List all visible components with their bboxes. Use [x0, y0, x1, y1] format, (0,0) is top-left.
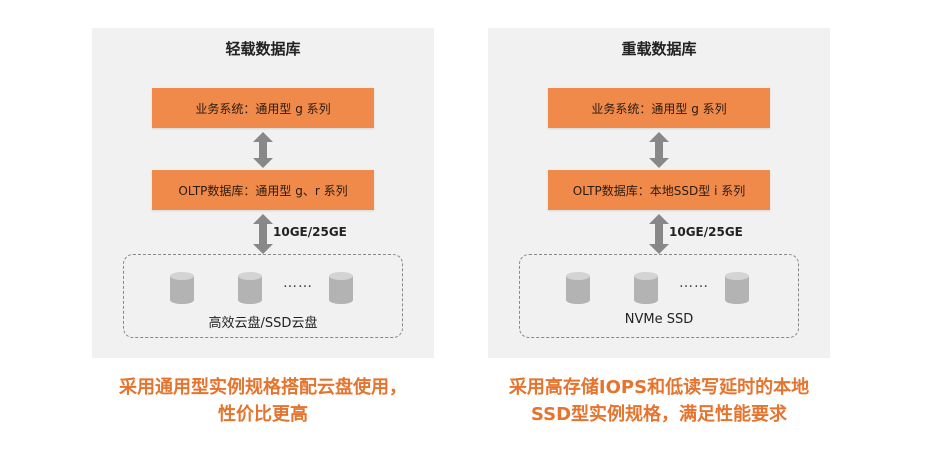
storage-group: …… NVMe SSD [519, 254, 799, 338]
light-db-panel: 轻载数据库 业务系统：通用型 g 系列 OLTP数据库：通用型 g、r 系列 1… [92, 28, 434, 358]
ellipsis: …… [283, 275, 313, 291]
business-system-box: 业务系统：通用型 g 系列 [548, 88, 770, 128]
oltp-database-box: OLTP数据库：通用型 g、r 系列 [152, 170, 374, 210]
caption-line: 采用通用型实例规格搭配云盘使用， [119, 377, 407, 398]
double-arrow-icon [649, 132, 669, 168]
link-speed-label: 10GE/25GE [669, 225, 743, 239]
heavy-db-panel: 重载数据库 业务系统：通用型 g 系列 OLTP数据库：本地SSD型 i 系列 … [488, 28, 830, 358]
right-caption: 采用高存储IOPS和低读写延时的本地 SSD型实例规格，满足性能要求 [466, 374, 852, 428]
panel-title: 重载数据库 [621, 40, 697, 58]
disk-icon [329, 272, 353, 304]
box-label: OLTP数据库：本地SSD型 i 系列 [572, 183, 746, 198]
left-caption: 采用通用型实例规格搭配云盘使用， 性价比更高 [62, 374, 464, 428]
oltp-database-box: OLTP数据库：本地SSD型 i 系列 [548, 170, 770, 210]
disk-icon [238, 272, 262, 304]
ellipsis: …… [679, 275, 709, 291]
link-speed-label: 10GE/25GE [273, 225, 347, 239]
disk-icon [170, 272, 194, 304]
disk-icon [725, 272, 749, 304]
caption-line: 性价比更高 [218, 404, 308, 425]
business-system-box: 业务系统：通用型 g 系列 [152, 88, 374, 128]
box-label: OLTP数据库：通用型 g、r 系列 [178, 183, 348, 198]
disk-icon [634, 272, 658, 304]
caption-line: SSD型实例规格，满足性能要求 [530, 404, 788, 425]
storage-label: NVMe SSD [624, 312, 694, 327]
double-arrow-icon [253, 132, 273, 168]
caption-line: 采用高存储IOPS和低读写延时的本地 [508, 377, 810, 398]
box-label: 业务系统：通用型 g 系列 [195, 101, 331, 116]
storage-label: 高效云盘/SSD云盘 [208, 316, 318, 331]
double-arrow-icon [649, 214, 669, 254]
panel-title: 轻载数据库 [225, 40, 301, 58]
double-arrow-icon [253, 214, 273, 254]
storage-group: …… 高效云盘/SSD云盘 [123, 254, 403, 338]
box-label: 业务系统：通用型 g 系列 [591, 101, 727, 116]
disk-icon [566, 272, 590, 304]
